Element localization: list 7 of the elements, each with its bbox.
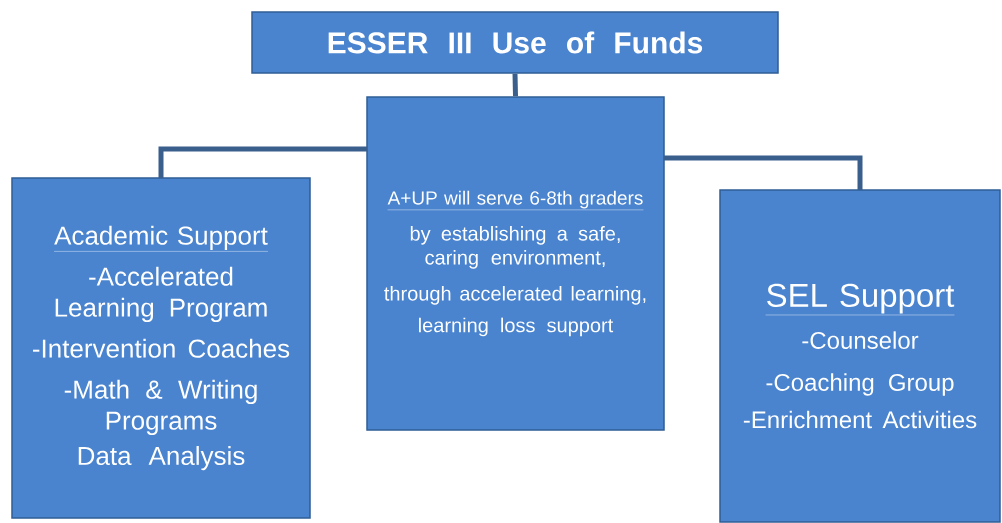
category-box: Academic Support -Accelerated Learning Program -Intervention Coaches -Math & Writing Programs Data Analysis (11, 177, 311, 519)
category-box: SEL Support -Counselor -Coaching Group -Enrichment Activities (719, 189, 1001, 523)
connector-line (158, 146, 367, 178)
title-box: ESSER III Use of Funds (251, 11, 779, 74)
summary-box: A+UP will serve 6-8th graders by establishing a safe, caring environment, through accelerated learning, learning loss support (366, 96, 665, 431)
connector-line (512, 73, 518, 97)
connector-line (664, 155, 863, 190)
